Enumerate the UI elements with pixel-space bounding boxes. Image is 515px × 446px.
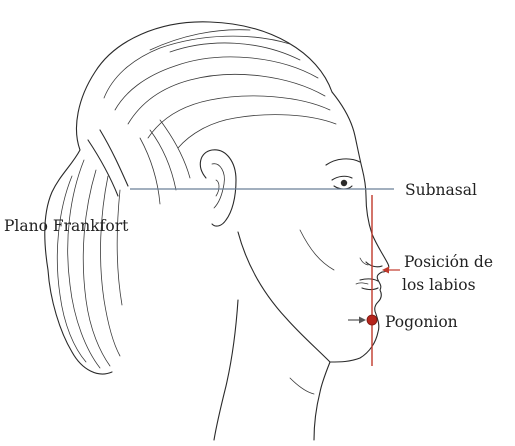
hair-drawing	[45, 22, 355, 374]
ear-drawing	[200, 150, 236, 226]
pogonion-arrow	[348, 317, 366, 324]
label-posicion-line2: los labios	[402, 276, 476, 294]
face-profile	[214, 136, 389, 440]
lip-position-arrow	[382, 267, 400, 274]
label-posicion-line1: Posición de	[404, 253, 493, 271]
label-pogonion: Pogonion	[385, 313, 458, 331]
label-subnasal: Subnasal	[405, 181, 477, 199]
pogonion-point	[367, 315, 377, 325]
label-plano-frankfort: Plano Frankfort	[4, 217, 129, 235]
